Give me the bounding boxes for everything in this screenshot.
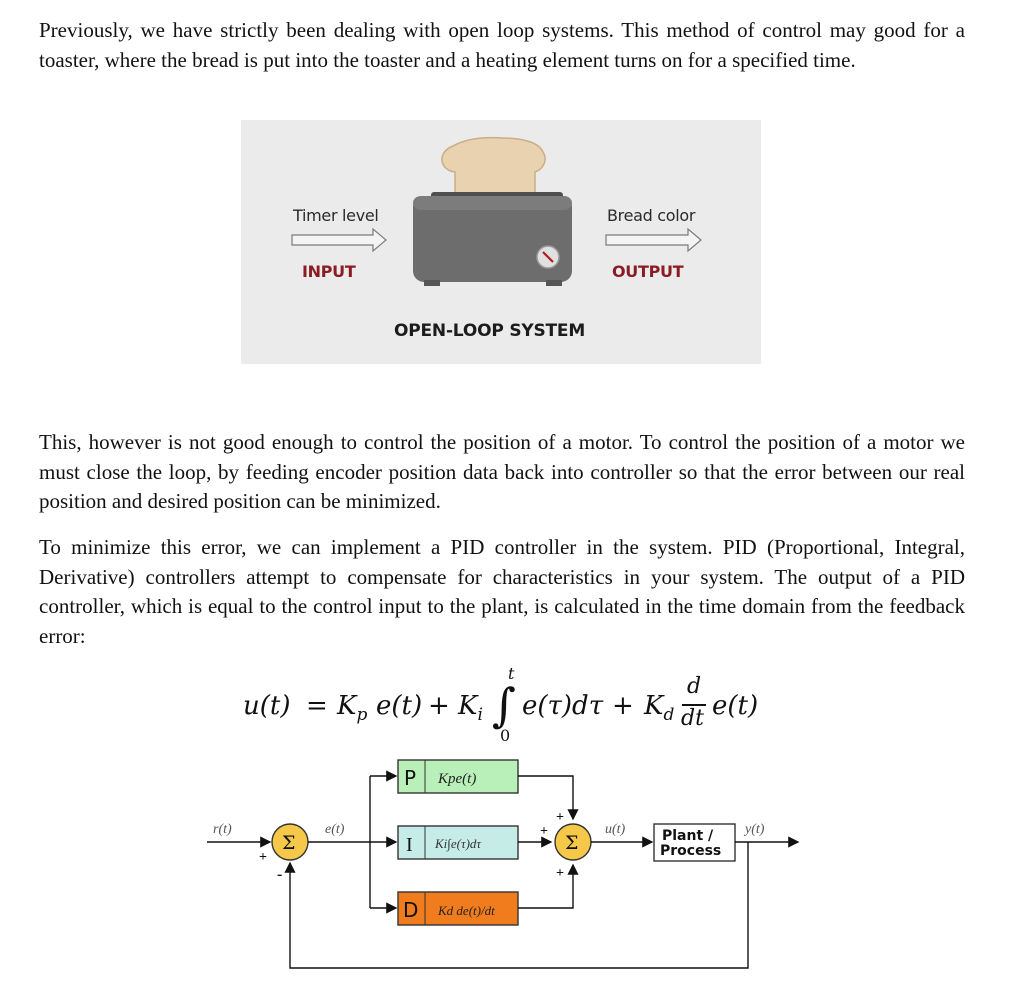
integral-upper: t	[508, 664, 515, 683]
plus-sign-2: +	[556, 810, 564, 825]
p-block	[397, 759, 519, 794]
plus-sign-4: +	[556, 866, 564, 881]
d-letter: D	[403, 898, 418, 922]
sum-symbol-2: Σ	[565, 832, 578, 854]
signal-e: e(t)	[325, 822, 345, 837]
plant-block	[653, 823, 736, 862]
d-expr: Kd de(t)/dt	[437, 903, 495, 918]
plus-sign-3: +	[540, 824, 548, 839]
deriv-den: dt	[681, 706, 704, 731]
figure-title: OPEN-LOOP SYSTEM	[394, 321, 586, 341]
sum-symbol-1: Σ	[282, 832, 295, 854]
term-p-gain: Kp	[337, 691, 368, 726]
minus-sign: -	[277, 866, 282, 883]
plant-label-1: Plant /	[662, 828, 714, 844]
plus-2: +	[612, 691, 634, 721]
signal-u: u(t)	[605, 822, 626, 837]
dial-icon	[536, 245, 560, 269]
toaster-icon	[291, 136, 702, 286]
pid-block-diagram: r(t) e(t) u(t) y(t) Σ Σ + - + + + P Kpe(…	[195, 755, 815, 980]
paragraph-open-loop-intro: Previously, we have strictly been dealin…	[39, 18, 965, 72]
paragraph-pid-intro: To minimize this error, we can implement…	[39, 535, 965, 648]
input-label: INPUT	[302, 262, 356, 281]
input-caption: Timer level	[293, 206, 379, 225]
term-p-arg: e(t)	[376, 691, 423, 721]
signal-y: y(t)	[743, 822, 765, 837]
arrow-right-icon	[605, 227, 702, 253]
signal-r: r(t)	[213, 822, 232, 837]
term-i-gain: Ki	[458, 691, 483, 726]
integral-sign: ∫	[492, 678, 516, 732]
pid-equation: u(t) = Kp e(t) + Ki ∫ t 0 e(τ)dτ + Kd d …	[0, 660, 1024, 750]
integral-lower: 0	[500, 726, 511, 745]
i-block	[397, 825, 519, 860]
plus-sign-1: +	[259, 850, 267, 865]
d-block	[397, 891, 519, 926]
term-d-arg: e(t)	[712, 691, 759, 721]
term-d-gain: Kd	[644, 691, 675, 726]
i-letter: I	[406, 834, 413, 856]
integrand: e(τ)dτ	[522, 691, 604, 721]
open-loop-figure: Timer level INPUT Bread color OUTPUT OPE…	[241, 120, 761, 364]
fraction-bar	[682, 704, 706, 706]
equation-equals: =	[306, 691, 328, 721]
i-expr: Ki∫e(τ)dτ	[434, 836, 482, 852]
plant-label-2: Process	[660, 843, 721, 859]
plus-1: +	[428, 691, 450, 721]
output-caption: Bread color	[607, 206, 696, 225]
p-letter: P	[404, 766, 416, 790]
paragraph-closed-loop: This, however is not good enough to cont…	[39, 430, 965, 513]
output-label: OUTPUT	[612, 262, 684, 281]
arrow-right-icon	[291, 227, 387, 253]
deriv-num: d	[687, 674, 702, 699]
p-expr: Kpe(t)	[437, 771, 476, 787]
equation-lhs: u(t)	[243, 691, 291, 721]
